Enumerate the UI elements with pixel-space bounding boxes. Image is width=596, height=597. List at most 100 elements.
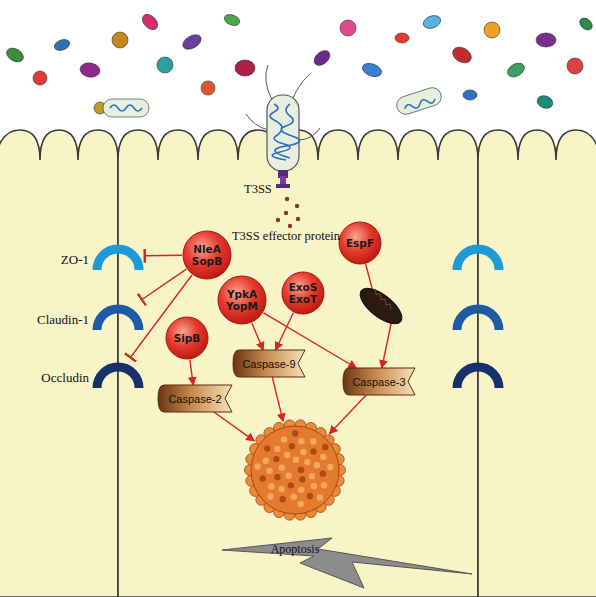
- microbes-part: [505, 60, 527, 79]
- apoptotic-body-shape: [245, 420, 345, 520]
- apoptotic-body-shape-part: [280, 496, 286, 502]
- caspase-box-shape-part: [158, 385, 232, 412]
- node-label: NleA SopB: [189, 243, 225, 267]
- caspase-box: Caspase-3: [343, 368, 415, 395]
- activation-arrow: [329, 395, 366, 434]
- microbes-part: [536, 33, 556, 47]
- activation-arrow: [276, 313, 294, 350]
- junction-protein-shape-part: [97, 367, 139, 388]
- microbes-part: [53, 38, 71, 53]
- epithelial-cell-part: [0, 130, 118, 597]
- microbes-part: [311, 48, 333, 69]
- junction-protein-shape-part: [97, 249, 139, 270]
- apoptotic-body-shape-part: [298, 467, 304, 473]
- microbes-part: [404, 96, 436, 112]
- microbes-part: [394, 85, 443, 116]
- junction-protein-shape: [92, 358, 144, 390]
- apoptotic-body-shape-part: [314, 462, 320, 468]
- bacterium: [246, 65, 320, 188]
- node-label: Caspase-3: [352, 376, 405, 388]
- junction-arcs-right-part: [457, 249, 499, 270]
- effector-circle: EspF: [338, 221, 382, 265]
- node-label: Caspase-2: [168, 393, 221, 405]
- apoptotic-body-shape-part: [259, 475, 265, 481]
- microbes-part: [180, 32, 203, 52]
- apoptotic-body-shape-part: [322, 444, 328, 450]
- effector-circle-shape-part: [339, 222, 381, 264]
- apoptotic-body-shape-part: [291, 494, 297, 500]
- microbes-part: [535, 94, 554, 111]
- apoptotic-body-shape-part: [292, 430, 298, 436]
- microbes-part: [33, 71, 47, 85]
- microbes-part: [567, 58, 583, 74]
- label-wrap: SipB: [165, 316, 209, 360]
- apoptotic-body-shape-part: [320, 454, 326, 460]
- apoptotic-body-shape-part: [289, 443, 295, 449]
- label-wrap: NleA SopB: [182, 230, 232, 280]
- microbes-part: [235, 60, 255, 76]
- effector-dots-part: [288, 224, 292, 228]
- microbes-part: [103, 99, 149, 117]
- apoptotic-body-shape-part: [300, 449, 306, 455]
- apoptotic-body-shape-part: [274, 474, 280, 480]
- epithelial-cell: [0, 130, 596, 597]
- epithelial-cell-part: [478, 130, 596, 597]
- effector-dots-part: [295, 204, 299, 208]
- microbes-part: [112, 32, 128, 48]
- caspase-box-shape-part: [233, 350, 305, 377]
- node-label: SipB: [169, 332, 205, 344]
- effector-circle-shape-part: [166, 317, 208, 359]
- protein-label: Occludin: [41, 370, 89, 386]
- junction-arcs-right-part: [457, 309, 499, 330]
- activation-arrow: [366, 264, 391, 368]
- caspase-box-shape-part: [343, 368, 415, 395]
- epithelial-cell-part: [118, 130, 478, 597]
- effector-circle-shape-part: [282, 272, 324, 314]
- activation-arrow: [252, 323, 263, 350]
- microbes-part: [450, 44, 474, 66]
- junction-protein-shape: [92, 300, 144, 332]
- apoptotic-body-shape-part: [254, 463, 260, 469]
- caspase-box: Caspase-9: [233, 350, 305, 377]
- apoptotic-body-shape-part: [304, 459, 310, 465]
- apoptotic-body-shape-part: [317, 494, 323, 500]
- effector-circle: ExoS ExoT: [281, 271, 325, 315]
- apoptotic-body-shape-part: [298, 501, 304, 507]
- microbes-part: [484, 22, 500, 38]
- apoptotic-body-shape-part: [273, 456, 279, 462]
- effector-circle: YpkA YopM: [217, 275, 267, 325]
- microbes-part: [223, 13, 241, 28]
- junction-protein-shape-part: [97, 309, 139, 330]
- apoptotic-body-shape-part: [310, 438, 316, 444]
- apoptotic-body-shape-part: [274, 446, 280, 452]
- apoptotic-body-shape-part: [298, 438, 304, 444]
- apoptotic-body-shape-part: [264, 445, 270, 451]
- mitochondrion-part: [371, 289, 395, 310]
- apoptotic-body-shape-part: [251, 426, 339, 514]
- inhibition-line: [141, 269, 186, 300]
- effector-circle-shape-part: [218, 276, 266, 324]
- lightning-bolt: [222, 538, 472, 588]
- apoptotic-body-shape-part: [263, 458, 269, 464]
- caspase-box: Caspase-2: [158, 385, 232, 412]
- effector-circle: SipB: [165, 316, 209, 360]
- apoptotic-body: Apoptosis: [245, 420, 345, 520]
- apoptotic-body-shape-part: [307, 493, 313, 499]
- apoptotic-body-shape-part: [266, 468, 272, 474]
- activation-arrow: [190, 360, 193, 385]
- mitochondrion-part: [355, 282, 408, 330]
- label-wrap: Caspase-9: [233, 350, 305, 377]
- effector-circle-shape-part: [183, 231, 231, 279]
- activation-arrow: [214, 412, 254, 441]
- apoptotic-body-shape-part: [281, 436, 287, 442]
- effector-circle: NleA SopB: [182, 230, 232, 280]
- microbes-part: [340, 20, 356, 36]
- label-wrap: YpkA YopM: [217, 275, 267, 325]
- protein-label: ZO-1: [61, 252, 89, 268]
- apoptotic-body-shape-part: [288, 482, 294, 488]
- junction-protein: Claudin-1: [92, 300, 144, 332]
- apoptotic-body-shape-part: [298, 487, 304, 493]
- effector-dots: [276, 197, 300, 228]
- microbes-part: [201, 81, 215, 95]
- junction-protein: ZO-1: [92, 240, 144, 272]
